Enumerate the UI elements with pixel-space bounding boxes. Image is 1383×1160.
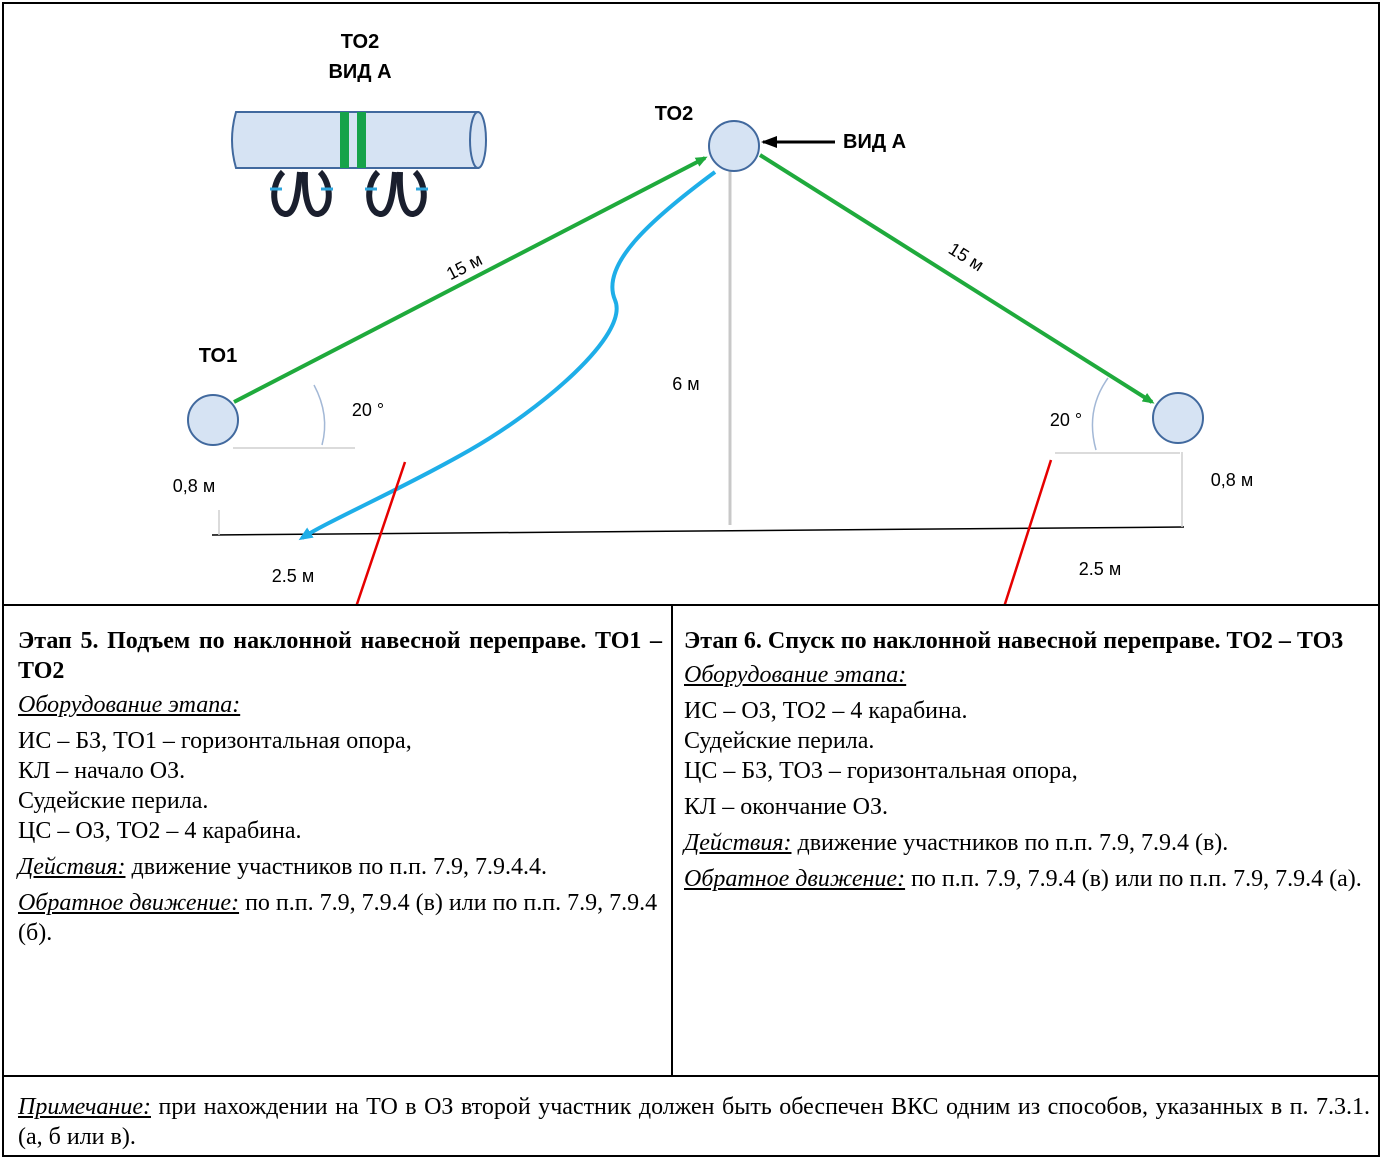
stage6-reverse-label: Обратное движение: [684,866,906,892]
stage5-actions-label: Действия: [18,854,126,880]
stage6-title: Этап 6. Спуск по наклонной навесной пере… [684,628,1344,654]
to1-node [187,394,239,446]
stage5-title: Этап 5. Подъем по наклонной навесной пер… [18,628,662,684]
stage6-actions-label: Действия: [684,830,792,856]
to2-label: ТО2 [655,103,693,125]
stage6-equipment-line: КЛ – окончание ОЗ. [684,794,888,820]
stage5-actions-text: движение участников по п.п. 7.9, 7.9.4.4… [125,854,547,880]
to3-node [1152,392,1204,444]
note-text: Примечание: при нахождении на ТО в ОЗ вт… [18,1092,1370,1152]
rope-to2-to3 [758,153,1155,404]
red-line-right [1003,459,1053,605]
stage6-equipment-line: Судейские перила. [684,728,875,754]
divider-diagram [2,604,1380,606]
to2-view-a-illustration [231,111,487,217]
stage-diagram: ТО2 ВИД А ТО2 ВИД А ТО1 15 м 15 м 6 м 20… [173,31,1253,605]
right-angle-label: 20 ° [1050,410,1082,430]
stage6-reverse-text: по п.п. 7.9, 7.9.4 (в) или по п.п. 7.9, … [905,866,1362,892]
right-distance: 2.5 м [1079,559,1121,579]
rope-to1-to2 [233,156,708,404]
right-base-height: 0,8 м [1211,470,1253,490]
right-angle-arc [1091,377,1109,451]
stage6-actions-text: движение участников по п.п. 7.9, 7.9.4 (… [791,830,1229,856]
stage6-actions: Действия: движение участников по п.п. 7.… [684,828,1374,858]
to2-node [708,120,760,172]
left-angle-arc [313,384,326,446]
ground-line [211,526,1185,536]
red-line-left [355,461,407,605]
to1-label: ТО1 [199,345,237,367]
stage5-reverse-label: Обратное движение: [18,890,240,916]
stage5-equipment-label: Оборудование этапа: [18,692,241,718]
divider-columns [671,604,673,1076]
stage6-equipment-label: Оборудование этапа: [684,662,907,688]
carabiner-icons [271,169,427,217]
divider-note [2,1075,1380,1077]
stage5-actions: Действия: движение участников по п.п. 7.… [18,852,662,882]
stage5-equipment-line: КЛ – начало ОЗ. [18,758,186,784]
left-angle-label: 20 ° [352,400,384,420]
sling-1 [340,112,349,168]
stage5-reverse-text: по п.п. 7.9, 7.9.4 (в) или по п.п. 7.9, … [18,890,658,946]
stage5-equipment-line: ИС – БЗ, ТО1 – горизонтальная опора, [18,728,412,754]
stage5-equipment-line: Судейские перила. [18,788,209,814]
stage6-equipment-line: ИС – ОЗ, ТО2 – 4 карабина. [684,698,968,724]
pipe-end [469,111,487,169]
note-body: при нахождении на ТО в ОЗ второй участни… [18,1094,1370,1150]
note-cell: Примечание: при нахождении на ТО в ОЗ вт… [18,1092,1370,1154]
stage6-cell: Этап 6. Спуск по наклонной навесной пере… [684,626,1374,1066]
left-distance: 2.5 м [272,566,314,586]
return-rope [298,170,717,541]
to2-view-title-1: ТО2 [341,31,379,53]
stage5-equipment-line: ЦС – ОЗ, ТО2 – 4 карабина. [18,818,302,844]
height-label: 6 м [672,374,699,394]
stage6-reverse: Обратное движение: по п.п. 7.9, 7.9.4 (в… [684,864,1374,894]
left-base-height: 0,8 м [173,476,215,496]
stage5-reverse: Обратное движение: по п.п. 7.9, 7.9.4 (в… [18,888,662,948]
sling-2 [357,112,366,168]
note-label: Примечание: [18,1094,151,1120]
stage5-cell: Этап 5. Подъем по наклонной навесной пер… [18,626,662,1066]
to2-view-title-2: ВИД А [328,61,391,83]
stage6-equipment-line: ЦС – БЗ, ТО3 – горизонтальная опора, [684,758,1078,784]
view-a-label: ВИД А [843,131,906,153]
